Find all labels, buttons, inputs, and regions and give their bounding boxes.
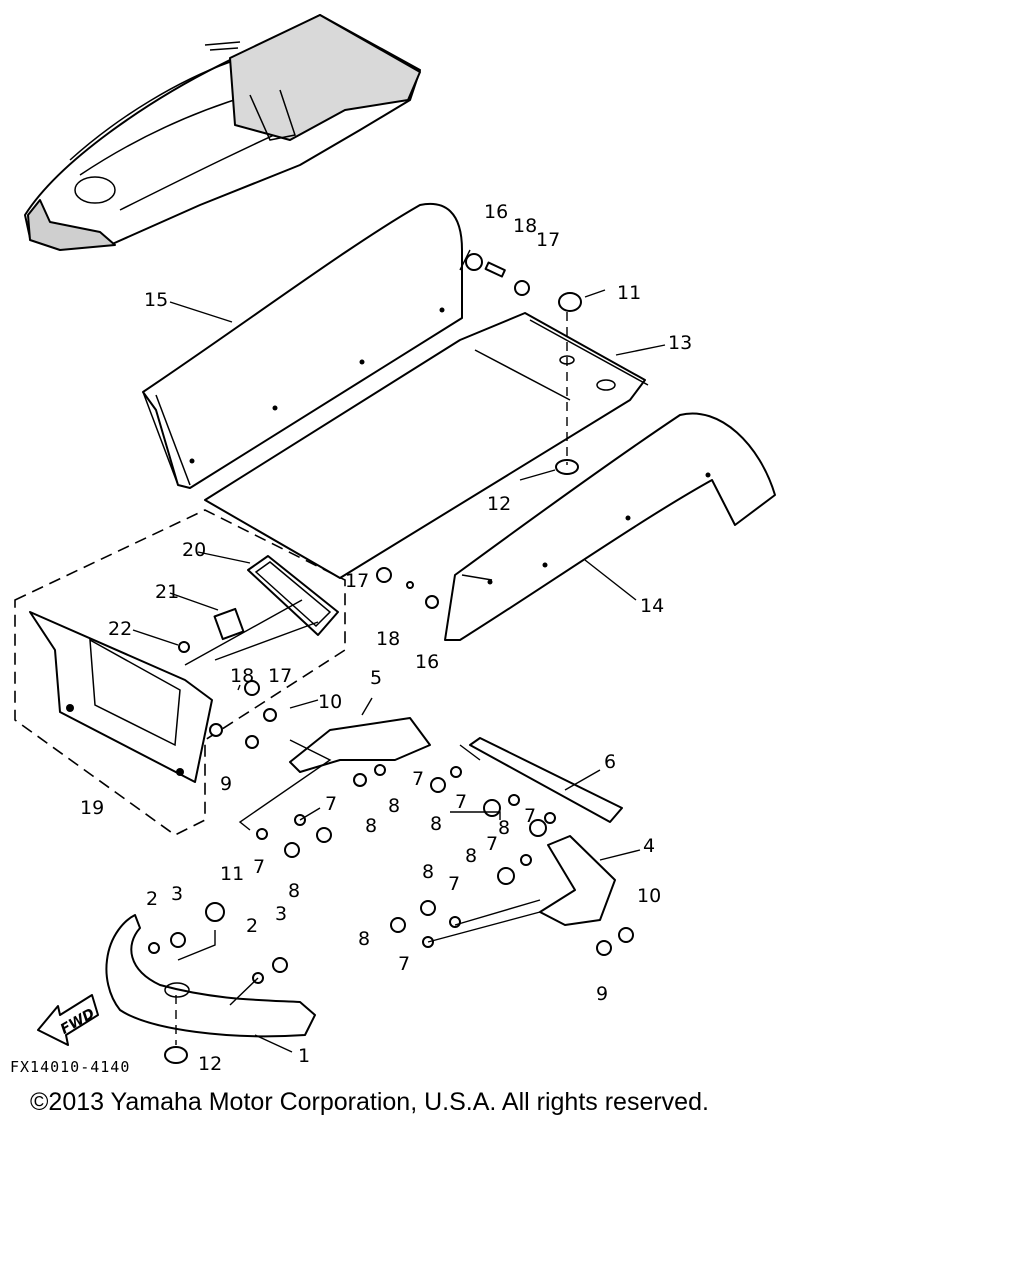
- callout-7-d: 7: [325, 793, 337, 815]
- callout-20: 20: [182, 539, 206, 561]
- callout-17: 17: [536, 229, 560, 251]
- callout-16: 16: [484, 201, 508, 223]
- callout-12-lower: 12: [198, 1053, 222, 1075]
- callout-14: 14: [640, 595, 664, 617]
- callout-3-b: 3: [275, 903, 287, 925]
- callout-11: 11: [617, 282, 641, 304]
- callout-21: 21: [155, 581, 179, 603]
- watercraft-overview-illustration: [24, 14, 421, 251]
- callout-17-left: 17: [268, 665, 292, 687]
- callout-19: 19: [80, 797, 104, 819]
- part-14-cover: [444, 412, 776, 641]
- callout-10-right: 10: [637, 885, 661, 907]
- part-4-bracket: [539, 835, 616, 926]
- callout-7-g: 7: [448, 873, 460, 895]
- callout-7-b: 7: [455, 791, 467, 813]
- callout-17-mid: 17: [345, 570, 369, 592]
- callout-8-e: 8: [465, 845, 477, 867]
- callout-5: 5: [370, 667, 382, 689]
- callout-1: 1: [298, 1045, 310, 1067]
- callout-15: 15: [144, 289, 168, 311]
- hardware-fasteners: [148, 253, 634, 1064]
- callout-8-a: 8: [388, 795, 400, 817]
- callout-4: 4: [643, 835, 655, 857]
- callout-8-g: 8: [288, 880, 300, 902]
- callout-12: 12: [487, 493, 511, 515]
- leader-lines: [132, 249, 666, 1053]
- callout-7-a: 7: [412, 768, 424, 790]
- part-1-bumper: [105, 914, 316, 1038]
- fwd-arrow: FWD: [37, 994, 99, 1046]
- callout-2-b: 2: [246, 915, 258, 937]
- callout-8-h: 8: [358, 928, 370, 950]
- diagram-code: FX14010-4140: [10, 1058, 130, 1076]
- exploded-parts-diagram: FWD 16 18 17 11 15 13 12 20 17 21 14 22 …: [10, 14, 776, 1076]
- callout-11-lower: 11: [220, 863, 244, 885]
- callout-10-left: 10: [318, 691, 342, 713]
- part-19-lid: [29, 611, 213, 783]
- callout-8-f: 8: [422, 861, 434, 883]
- callout-8-b: 8: [365, 815, 377, 837]
- callout-8-d: 8: [498, 817, 510, 839]
- callout-6: 6: [604, 751, 616, 773]
- callout-22: 22: [108, 618, 132, 640]
- callout-16-mid: 16: [415, 651, 439, 673]
- callout-18: 18: [513, 215, 537, 237]
- copyright-notice: ©2013 Yamaha Motor Corporation, U.S.A. A…: [30, 1088, 709, 1116]
- callout-7-c: 7: [524, 805, 536, 827]
- part-6-rail: [469, 737, 623, 823]
- callout-9-right: 9: [596, 983, 608, 1005]
- callout-13: 13: [668, 332, 692, 354]
- callout-7-e: 7: [486, 833, 498, 855]
- callout-9-left: 9: [220, 773, 232, 795]
- callout-labels: 16 18 17 11 15 13 12 20 17 21 14 22 18 1…: [80, 201, 692, 1075]
- callout-18-mid: 18: [376, 628, 400, 650]
- part-5-bracket: [289, 717, 431, 773]
- callout-18-left: 18: [230, 665, 254, 687]
- callout-3-a: 3: [171, 883, 183, 905]
- callout-8-c: 8: [430, 813, 442, 835]
- callout-7-h: 7: [398, 953, 410, 975]
- part-20-gasket: [247, 555, 339, 636]
- callout-7-f: 7: [253, 856, 265, 878]
- part-15-cover: [142, 203, 463, 489]
- callout-2-a: 2: [146, 888, 158, 910]
- part-21-latch: [213, 607, 245, 641]
